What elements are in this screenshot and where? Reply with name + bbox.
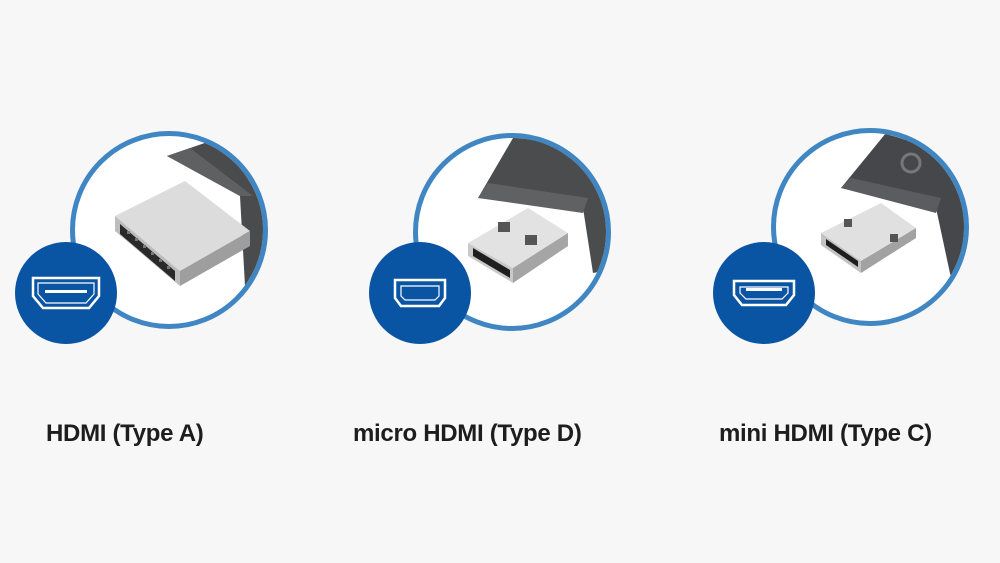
- micro-hdmi-plug-icon: [468, 138, 606, 283]
- connector-label: HDMI (Type A): [46, 420, 204, 447]
- port-icon-badge: [713, 242, 815, 344]
- hdmi-type-a-port-icon: [31, 276, 101, 310]
- connector-panel-type-c: mini HDMI (Type C): [667, 0, 1000, 563]
- connector-panel-type-a: HDMI (Type A): [0, 0, 333, 563]
- port-icon-badge: [369, 242, 471, 344]
- micro-hdmi-port-icon: [393, 278, 447, 308]
- port-icon-badge: [15, 242, 117, 344]
- mini-hdmi-port-icon: [732, 279, 796, 307]
- connector-label: micro HDMI (Type D): [353, 420, 582, 447]
- connector-label: mini HDMI (Type C): [719, 420, 932, 447]
- hdmi-type-a-plug-icon: [115, 136, 263, 286]
- mini-hdmi-plug-icon: [821, 133, 964, 278]
- connector-panel-type-d: micro HDMI (Type D): [333, 0, 666, 563]
